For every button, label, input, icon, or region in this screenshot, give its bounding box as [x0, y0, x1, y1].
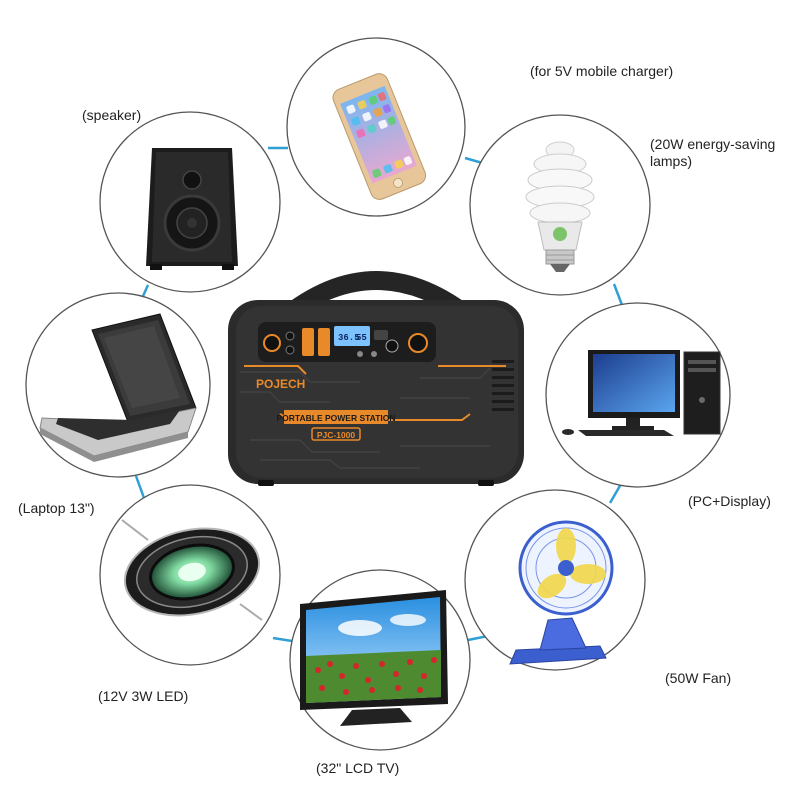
device-model: PJC-1000 — [317, 430, 356, 440]
label-fan: (50W Fan) — [665, 670, 732, 686]
lamp-image — [525, 141, 595, 272]
tv-image — [300, 590, 448, 726]
speaker-image — [146, 148, 238, 270]
connector-laptop-led — [134, 475, 146, 499]
led-image — [121, 519, 263, 621]
label-pc-display: (PC+Display) — [688, 493, 771, 509]
label-mobile-charger: (for 5V mobile charger) — [530, 63, 674, 79]
pc-image — [562, 350, 721, 436]
device-banner: PORTABLE POWER STATION — [277, 413, 396, 423]
connectors — [134, 146, 624, 643]
display-value-right: 55 — [356, 333, 367, 343]
power-station-image: POJECH PORTABLE POWER STATION PJC-1000 3… — [228, 271, 524, 486]
label-lcd-tv: (32" LCD TV) — [316, 760, 400, 776]
fan-image — [509, 520, 614, 665]
label-speaker: (speaker) — [82, 107, 142, 123]
phone-image — [332, 73, 427, 200]
device-banner-bg — [284, 410, 388, 424]
device-model-box — [311, 427, 361, 441]
label-energy-saving-lamps: (20W energy-saving lamps) — [650, 136, 776, 169]
label-led: (12V 3W LED) — [98, 688, 189, 704]
label-laptop: (Laptop 13") — [18, 500, 95, 516]
connector-pc-fan — [608, 483, 623, 504]
device-brand: POJECH — [256, 377, 305, 391]
display-value-left: 36.5 — [338, 333, 360, 343]
connector-lamp-pc — [612, 283, 624, 306]
connector-led-tv — [272, 636, 293, 643]
laptop-image — [39, 313, 197, 462]
